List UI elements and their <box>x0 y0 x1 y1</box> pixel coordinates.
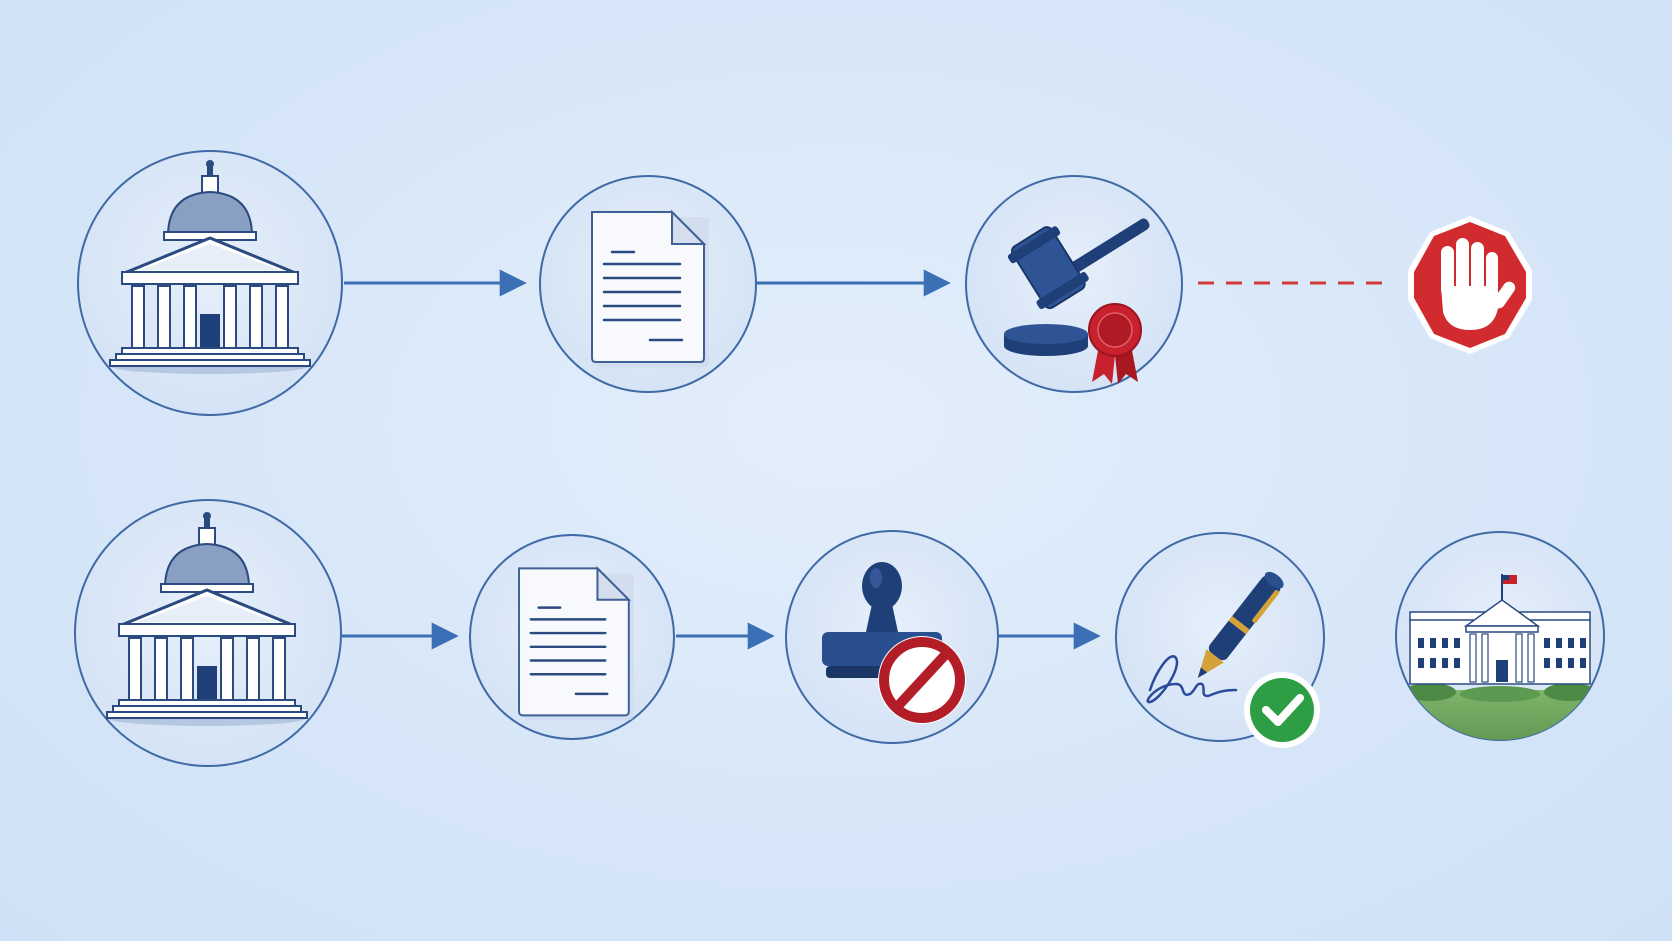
bill-document-icon <box>469 534 675 740</box>
capitol-building-icon <box>74 499 342 767</box>
rubber-stamp-rejected-icon <box>785 530 999 744</box>
capitol-building-icon <box>77 150 343 416</box>
first-path-row <box>77 150 1532 416</box>
pen-signature-approved-icon <box>1115 532 1325 748</box>
stop-hand-icon <box>1408 216 1532 354</box>
white-house-icon <box>1395 531 1605 741</box>
gavel-seal-icon <box>965 175 1183 393</box>
bill-document-icon <box>539 175 757 393</box>
second-path-row <box>74 499 1605 767</box>
